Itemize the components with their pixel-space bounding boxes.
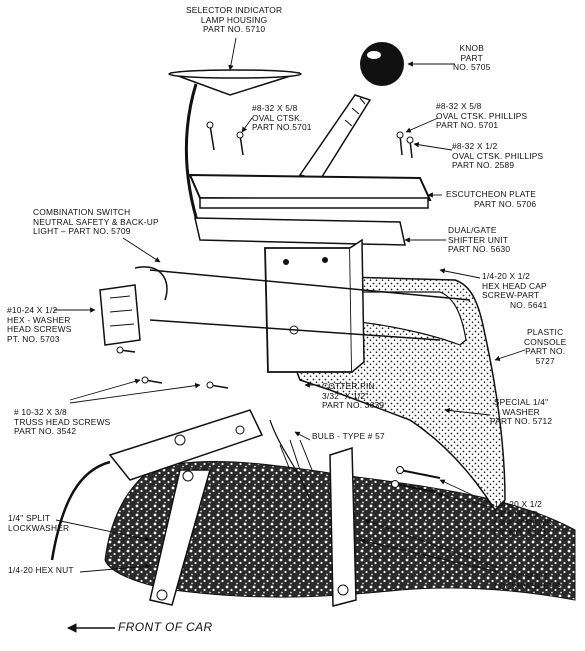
label-screw-8-32-right: #8-32 x 5/8 OVAL CTSK. PHILLIPS PART NO.… [436, 101, 528, 131]
leader-lines [54, 37, 526, 573]
label-screw-8-32-half: #8-32 x 1/2 OVAL CTSK. PHILLIPS PART NO.… [452, 141, 544, 171]
label-truss-screws: # 10-32 x 3/8 TRUSS HEAD SCREWS PART NO.… [14, 407, 111, 437]
label-special-washer: SPECIAL 1/4" WASHER PART NO. 5712 [490, 397, 553, 427]
label-hex-nut: 1/4-20 HEX NUT [8, 565, 74, 575]
right-bracket [329, 446, 357, 607]
label-hex-cap-screws-bottom: 1/4-20 x 1/2 HEX HEAD CAP SCREWS PT. NO.… [494, 499, 553, 538]
label-plastic-console: PLASTIC CONSOLE PART NO. 5727 [524, 327, 567, 366]
label-bulb: BULB - TYPE # 57 [312, 431, 385, 441]
label-lamp-housing: SELECTOR INDICATOR LAMP HOUSING PART NO.… [186, 5, 283, 35]
linkage-arm [108, 409, 264, 481]
front-of-car-label: FRONT OF CAR [118, 620, 213, 634]
label-combination-switch: COMBINATION SWITCH NEUTRAL SAFETY & BACK… [33, 207, 159, 237]
knob-part [360, 42, 404, 86]
left-bracket [149, 469, 211, 606]
label-knob: KNOB PART NO. 5705 [453, 43, 491, 73]
label-shifter-unit: DUAL/GATE SHIFTER UNIT PART NO. 5630 [448, 225, 511, 255]
label-split-lockwashers-right: 1/4" SPLIT LOCKWASHERS [494, 571, 562, 591]
screw-group [116, 121, 441, 493]
label-split-lockwasher-left: 1/4" SPLIT LOCKWASHER [8, 513, 70, 533]
escutcheon-plate [188, 173, 432, 202]
label-hex-washer-screws: #10-24 x 1/2 HEX - WASHER HEAD SCREWS PT… [7, 305, 72, 344]
label-escutcheon: ESCUTCHEON PLATE PART NO. 5706 [446, 189, 537, 209]
combination-switch [99, 284, 141, 346]
label-hex-cap-screw-top: 1/4-20 x 1/2 HEX HEAD CAP SCREW-PART NO.… [482, 271, 548, 310]
label-cotter-pin: COTTER PIN 3/32" x 1/2" PART NO. 3639 [322, 381, 385, 411]
shifter-unit [194, 217, 406, 246]
label-screw-8-32-left: #8-32 x 5/8 OVAL CTSK. PART NO.5701 [252, 103, 312, 133]
